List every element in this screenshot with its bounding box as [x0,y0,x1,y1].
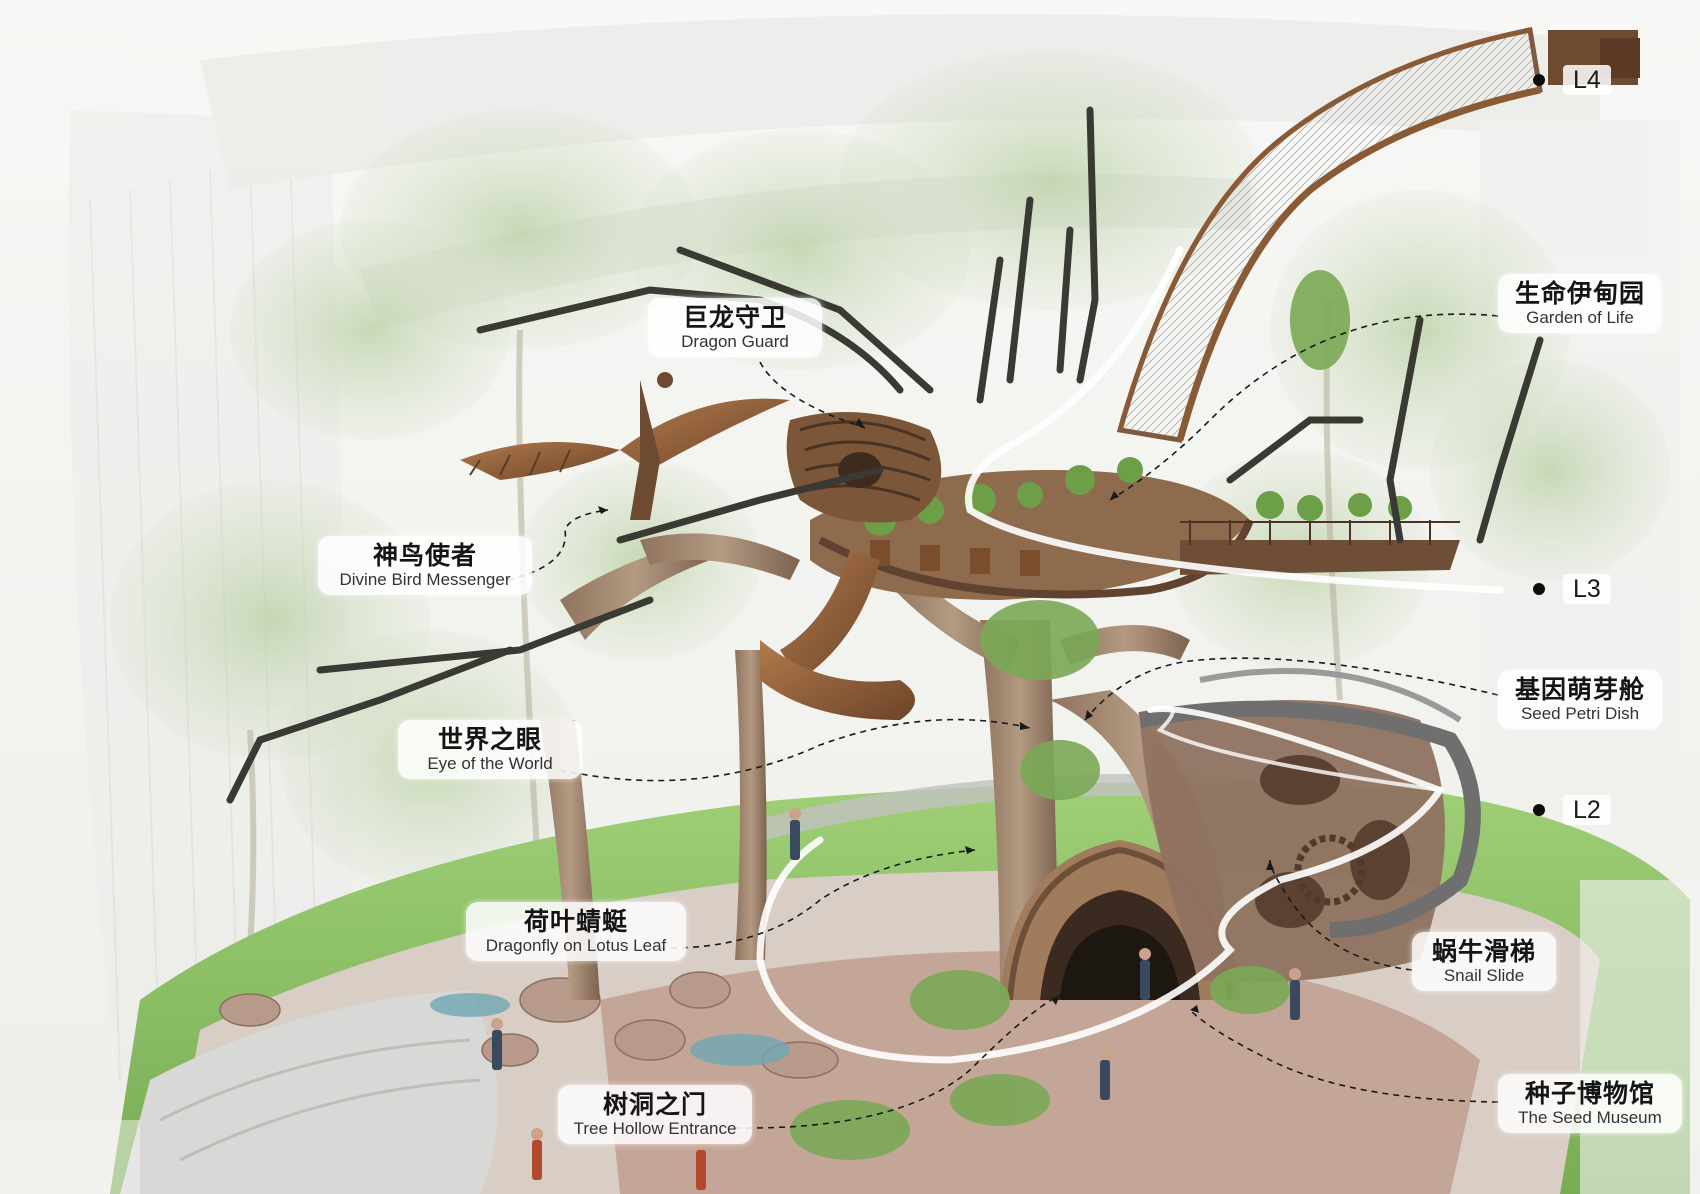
label-zh: 树洞之门 [602,1090,707,1119]
level-marker-l2: L2 [1533,795,1611,825]
label-dragon-guard: 巨龙守卫 Dragon Guard [648,298,822,357]
label-en: The Seed Museum [1518,1108,1662,1127]
label-en: Tree Hollow Entrance [573,1119,737,1138]
label-dragonfly: 荷叶蜻蜓 Dragonfly on Lotus Leaf [466,902,686,961]
dragon-guard-structure [786,412,942,523]
label-zh: 巨龙守卫 [682,303,787,332]
label-zh: 神鸟使者 [372,541,477,570]
label-eye-world: 世界之眼 Eye of the World [398,720,582,779]
level-marker-l3: L3 [1533,574,1611,604]
label-zh: 荷叶蜻蜓 [523,907,628,936]
label-zh: 种子博物馆 [1524,1079,1655,1108]
level-label: L3 [1563,574,1611,604]
label-garden-life: 生命伊甸园 Garden of Life [1498,274,1662,333]
label-zh: 基因萌芽舱 [1514,675,1645,704]
label-snail-slide: 蜗牛滑梯 Snail Slide [1412,932,1556,991]
label-en: Dragon Guard [681,332,789,351]
level-dot [1533,583,1545,595]
label-en: Dragonfly on Lotus Leaf [485,936,667,955]
level-marker-l4: L4 [1533,65,1611,95]
label-en: Seed Petri Dish [1520,704,1640,723]
divine-bird-structure [460,372,790,520]
label-en: Garden of Life [1526,308,1634,327]
copper-tube-slide [760,550,915,720]
label-seed-petri: 基因萌芽舱 Seed Petri Dish [1498,670,1662,729]
level-dot [1533,804,1545,816]
label-en: Eye of the World [427,754,553,773]
level-label: L2 [1563,795,1611,825]
label-seed-museum: 种子博物馆 The Seed Museum [1498,1074,1682,1133]
label-zh: 蜗牛滑梯 [1431,937,1536,966]
label-tree-hollow: 树洞之门 Tree Hollow Entrance [558,1085,752,1144]
label-divine-bird: 神鸟使者 Divine Bird Messenger [318,536,532,595]
label-zh: 世界之眼 [437,725,542,754]
label-en: Snail Slide [1443,966,1525,985]
label-en: Divine Bird Messenger [339,570,511,589]
level-dot [1533,74,1545,86]
label-zh: 生命伊甸园 [1514,279,1645,308]
visitors [491,808,1301,1190]
level-label: L4 [1563,65,1611,95]
